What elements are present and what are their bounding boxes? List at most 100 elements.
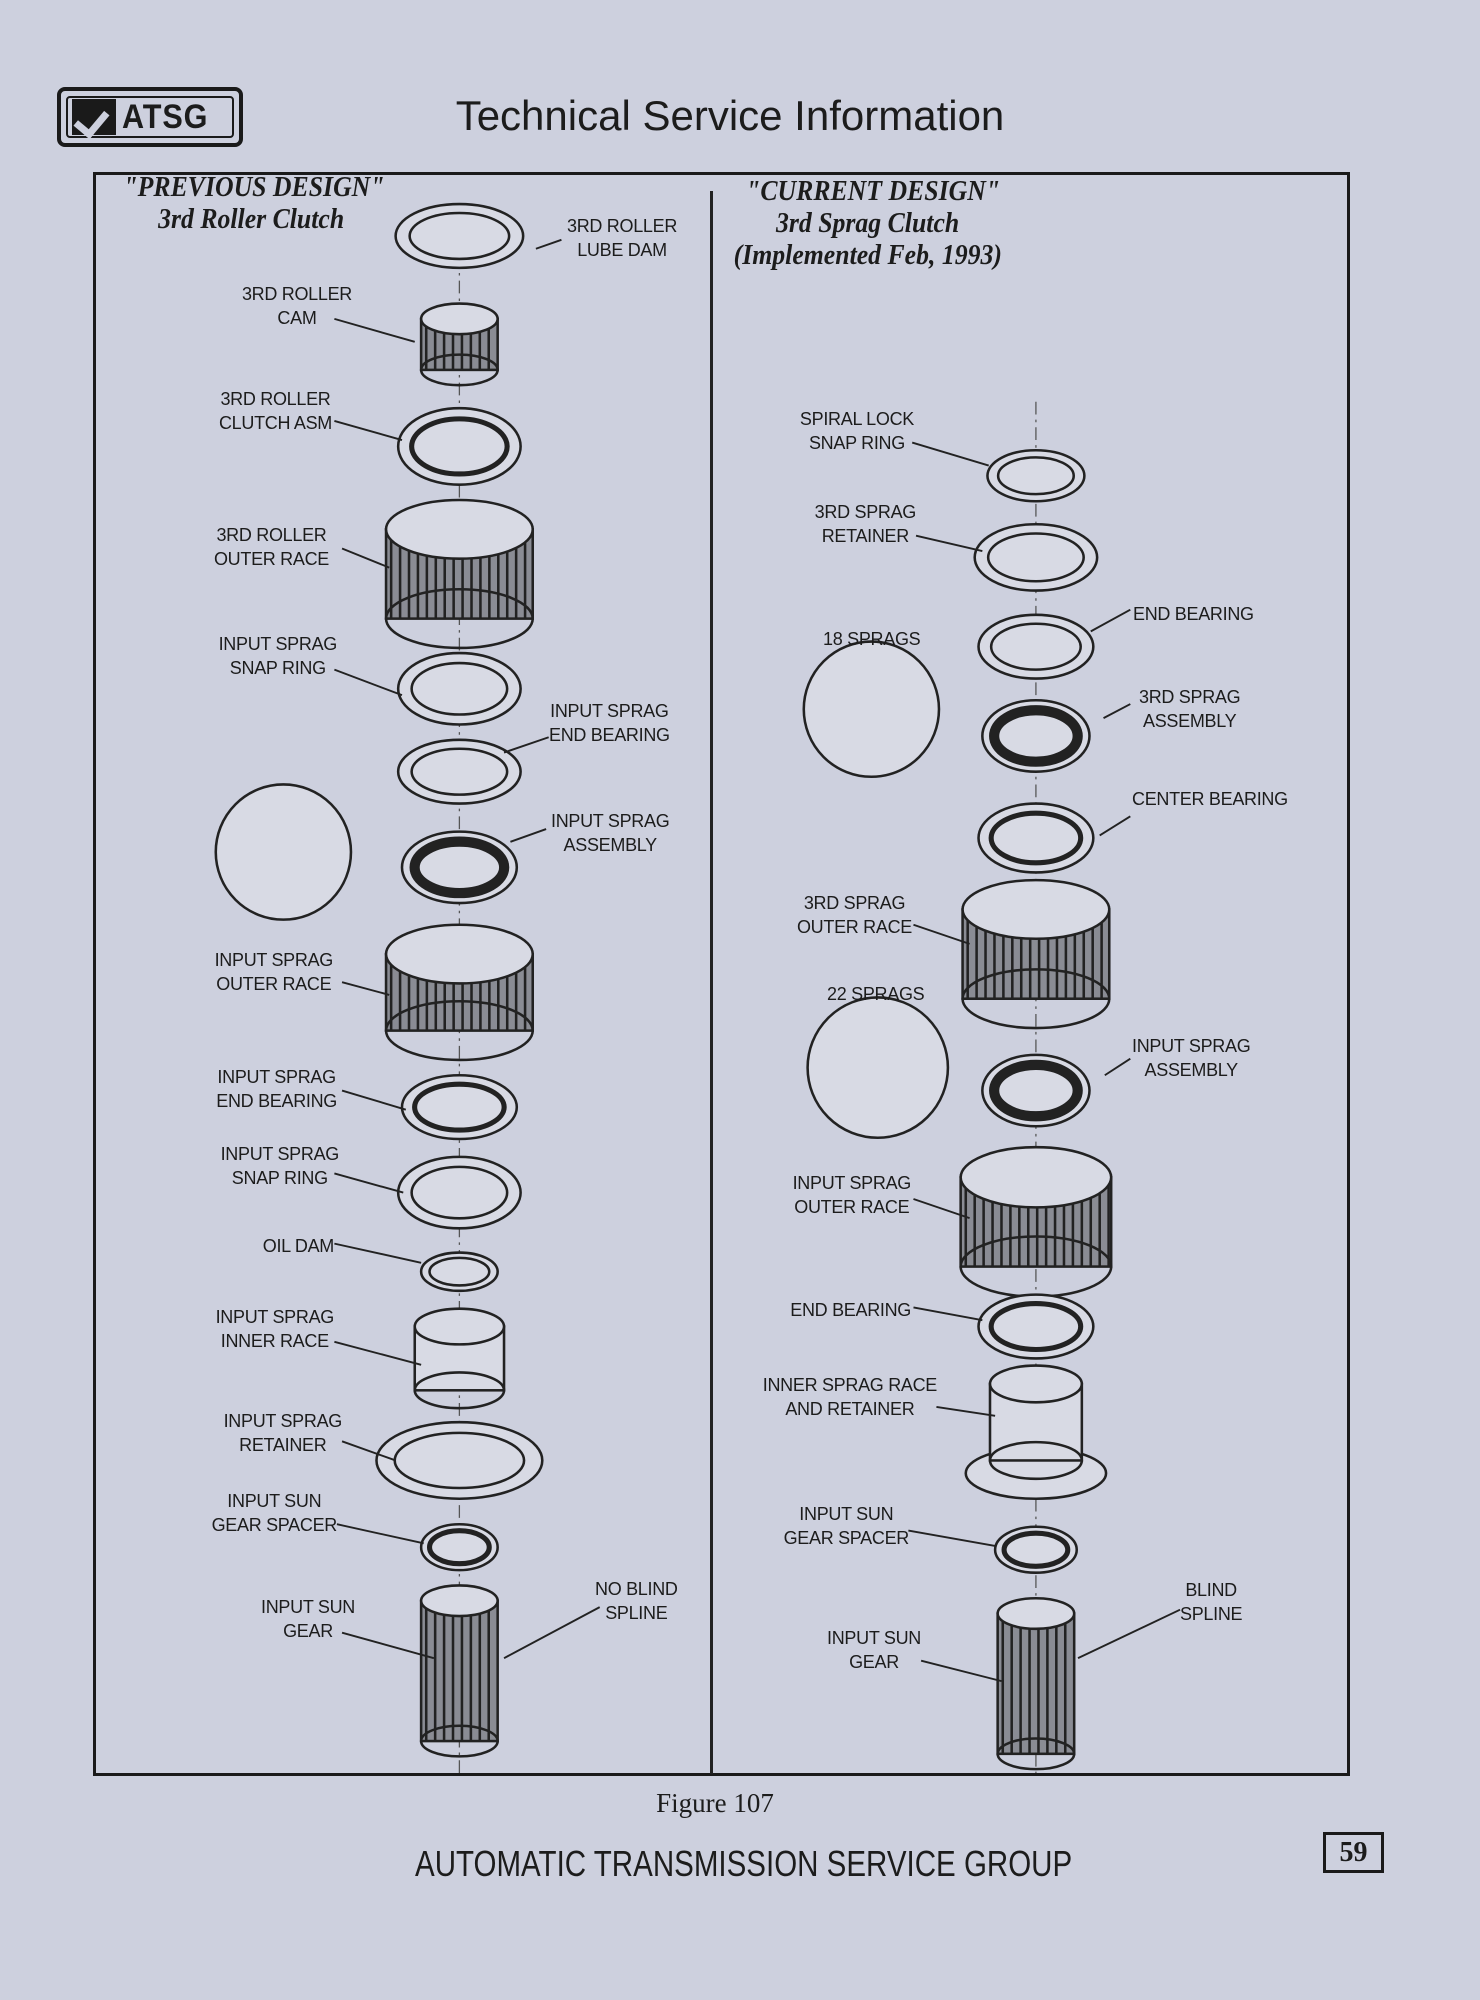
roller-cam-top <box>419 302 499 336</box>
label-line: INPUT SPRAG <box>792 1173 912 1193</box>
label-line: GEAR <box>849 1652 899 1672</box>
label-line: RETAINER <box>239 1435 327 1455</box>
leader-line <box>913 923 970 945</box>
label-line: BLIND <box>1185 1580 1237 1600</box>
input-sun-gear-r <box>996 1612 1076 1756</box>
end-bearing-2-inner <box>412 1081 507 1133</box>
sprag-detail-circle-22 <box>806 996 950 1140</box>
sprag-outer-race-3rd-top <box>961 878 1111 941</box>
right-part-label: END BEARING <box>790 1298 911 1322</box>
label-line: OUTER RACE <box>794 1197 910 1217</box>
roller-cam-bottom <box>419 353 499 387</box>
leader-line <box>341 1440 396 1462</box>
sprag-assembly-3rd-inner <box>989 705 1083 767</box>
sprag-outer-race-3rd-bottom <box>961 968 1111 1030</box>
left-part-label: OIL DAM <box>262 1234 335 1258</box>
end-bearing-r2-inner <box>988 1301 1084 1353</box>
snap-ring-2 <box>396 1155 522 1230</box>
label-line: END BEARING <box>790 1300 911 1320</box>
center-bearing-inner <box>988 810 1084 866</box>
label-line: GEAR SPACER <box>783 1528 910 1548</box>
label-line: INNER SPRAG RACE <box>762 1375 938 1395</box>
label-line: 3RD ROLLER <box>220 389 331 409</box>
label-line: ASSEMBLY <box>1144 1060 1239 1080</box>
label-line: INPUT SPRAG <box>217 1067 336 1087</box>
label-line: OUTER RACE <box>213 549 329 569</box>
figure-caption: Figure 107 <box>656 1788 774 1818</box>
label-line: ASSEMBLY <box>563 835 658 855</box>
sprag-retainer-r <box>973 522 1099 592</box>
leader-line <box>334 419 403 441</box>
footer-org: AUTOMATIC TRANSMISSION SERVICE GROUP <box>415 1843 1073 1884</box>
right-part-label: INPUT SUN GEAR <box>827 1626 921 1674</box>
roller-outer-race-top <box>384 498 535 560</box>
roller-clutch-inner <box>409 416 510 477</box>
end-bearing-r <box>977 613 1095 680</box>
end-bearing-inner <box>410 747 509 796</box>
label-line: 3RD ROLLER <box>567 216 678 236</box>
label-line: CLUTCH ASM <box>218 413 332 433</box>
label-line: OUTER RACE <box>796 917 912 937</box>
right-part-label: INPUT SPRAG OUTER RACE <box>792 1171 912 1219</box>
leader-line <box>334 668 403 697</box>
right-heading: "CURRENT DESIGN" <box>746 176 1001 207</box>
inner-race-bottom <box>413 1371 506 1410</box>
input-sun-gear-r-bottom <box>996 1737 1076 1771</box>
input-sun-gear-top <box>419 1584 499 1618</box>
leader-line <box>936 1405 996 1417</box>
label-line: GEAR <box>283 1621 333 1641</box>
label-line: 3RD SPRAG <box>1139 687 1241 707</box>
snap-ring-inner <box>410 661 509 716</box>
sprag-retainer <box>375 1420 544 1500</box>
leader-line <box>1077 1608 1181 1660</box>
leader-line <box>334 1242 422 1264</box>
label-line: ASSEMBLY <box>1143 711 1237 731</box>
left-part-label: INPUT SPRAG SNAP RING <box>218 632 338 680</box>
inner-race-top <box>413 1307 506 1346</box>
label-line: INNER RACE <box>220 1331 329 1351</box>
label-line: END BEARING <box>549 725 670 745</box>
leader-line <box>510 828 547 843</box>
left-heading: "PREVIOUS DESIGN" <box>123 172 385 203</box>
figure-frame <box>93 172 1350 1776</box>
input-sun-gear-bottom <box>419 1724 499 1758</box>
label-line: CAM <box>277 308 317 328</box>
label-line: INPUT SPRAG <box>218 634 338 654</box>
label-line: INPUT SUN <box>827 1628 921 1648</box>
leader-line <box>915 534 983 552</box>
sprag-detail-circle <box>214 783 353 921</box>
sun-gear-spacer-inner <box>426 1528 492 1567</box>
spiral-lock-snap-ring-inner <box>996 456 1075 496</box>
right-part-label: 22 SPRAGS <box>827 982 925 1006</box>
label-line: SPLINE <box>1180 1604 1243 1624</box>
leader-line <box>503 1606 601 1660</box>
input-sun-gear-r-top <box>996 1596 1076 1631</box>
leader-line <box>908 1529 996 1547</box>
label-line: SNAP RING <box>229 658 326 678</box>
leader-line <box>1090 608 1131 633</box>
label-line: OIL DAM <box>262 1236 335 1256</box>
label-line: CENTER BEARING <box>1132 789 1288 809</box>
column-divider <box>710 191 713 1774</box>
sprag-outer-race-top <box>384 923 535 985</box>
label-line: END BEARING <box>1133 604 1254 624</box>
label-line: 22 SPRAGS <box>827 984 925 1004</box>
atsg-logo: ATSG <box>57 87 243 147</box>
leader-line <box>503 736 549 754</box>
sprag-retainer-r-inner <box>986 532 1085 583</box>
leader-line <box>341 1089 407 1111</box>
inner-sprag-race-bottom <box>988 1440 1084 1481</box>
